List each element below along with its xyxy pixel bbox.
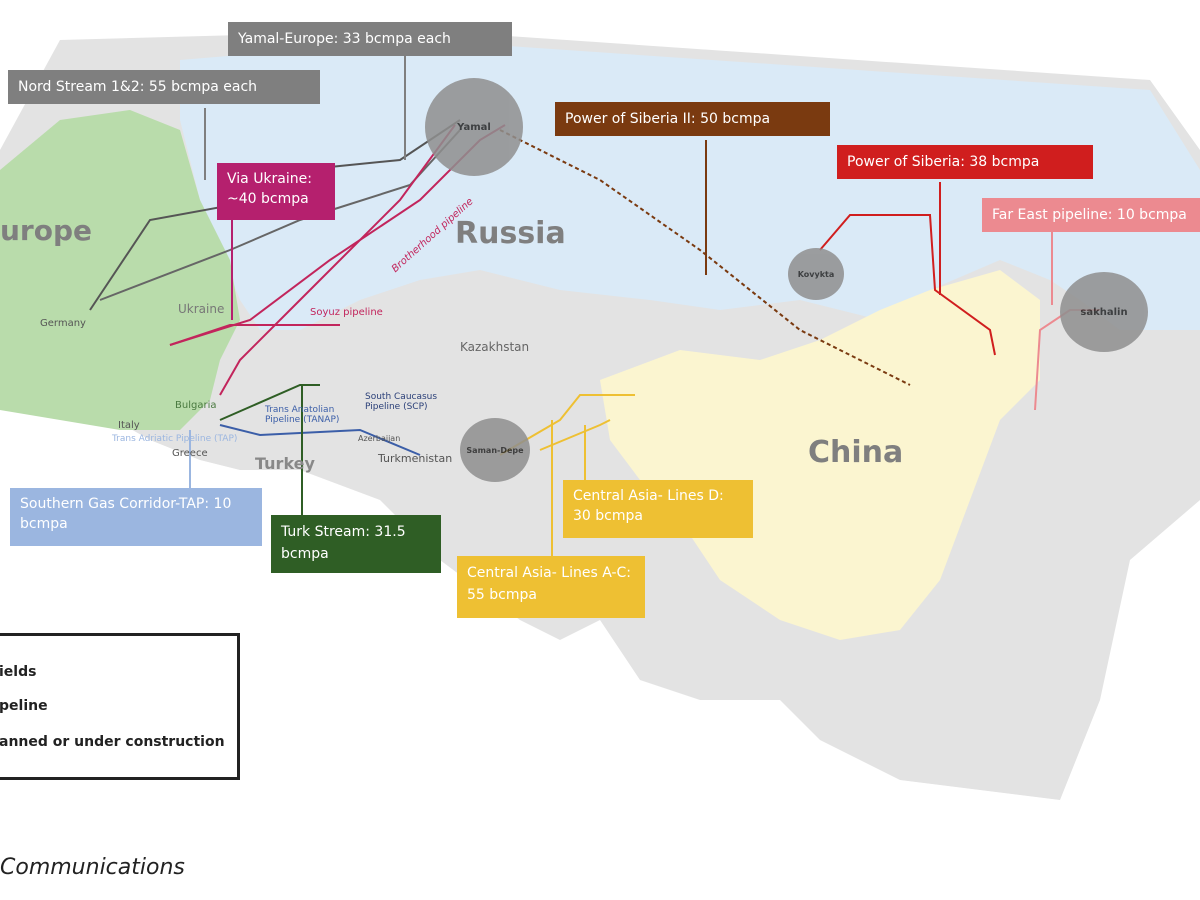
region-germany: Germany [40,318,86,329]
legend-item-pipeline: peline [0,698,48,714]
region-ukraine: Ukraine [178,302,225,316]
region-greece: Greece [172,448,208,459]
region-turkmenistan: Turkmenistan [378,452,453,465]
tanap-line [219,424,421,456]
legend: ields peline anned or under construction [0,633,240,780]
region-italy: Italy [118,420,140,431]
yamal-europe-box: Yamal-Europe: 33 bcmpa each [228,22,512,56]
legend-item-planned: anned or under construction [0,734,225,750]
yamal-europe-line [99,129,461,301]
region-bulgaria: Bulgaria [175,400,217,411]
region-china: China [808,435,904,470]
central-asia-line [499,394,635,456]
region-azerbaijan: Azerbaijan [358,434,401,443]
power-of-siberia-box: Power of Siberia: 38 bcmpa [837,145,1093,179]
field-saman-depe: Saman-Depe [460,418,530,482]
region-kazakhstan: Kazakhstan [460,340,530,354]
legend-item-fields: ields [0,664,37,680]
pos-line [819,214,996,356]
turk-stream-box: Turk Stream: 31.5 bcmpa [271,515,441,573]
field-yamal: Yamal [425,78,523,176]
power-of-siberia-2-box: Power of Siberia II: 50 bcmpa [555,102,830,136]
ukraine-south-line [219,124,456,396]
soyuz-line [169,324,340,346]
tanap-label: Trans Anatolian Pipeline (TANAP) [265,405,340,425]
land-china [600,270,1040,640]
field-sakhalin: sakhalin [1060,272,1148,352]
tap-label: Trans Adriatic Pipeline (TAP) [112,434,238,444]
pos2-line [499,129,911,386]
turk-stream-line [219,384,320,421]
via-ukraine-box: Via Ukraine: ~40 bcmpa [217,163,335,220]
source-credit: Communications [0,855,185,880]
nord-stream-box: Nord Stream 1&2: 55 bcmpa each [8,70,320,104]
central-asia-ac-box: Central Asia- Lines A-C: 55 bcmpa [457,556,645,618]
region-russia: Russia [455,216,566,251]
region-turkey: Turkey [255,454,315,473]
southern-gas-corridor-box: Southern Gas Corridor-TAP: 10 bcmpa [10,488,262,546]
region-europe: urope [0,214,93,247]
soyuz-label: Soyuz pipeline [310,307,383,318]
central-asia-d-line [539,419,611,451]
far-east-box: Far East pipeline: 10 bcmpa [982,198,1200,232]
scp-label: South Caucasus Pipeline (SCP) [365,392,438,412]
central-asia-d-box: Central Asia- Lines D: 30 bcmpa [563,480,753,538]
land-europe [0,110,240,430]
field-kovykta: Kovykta [788,248,844,300]
